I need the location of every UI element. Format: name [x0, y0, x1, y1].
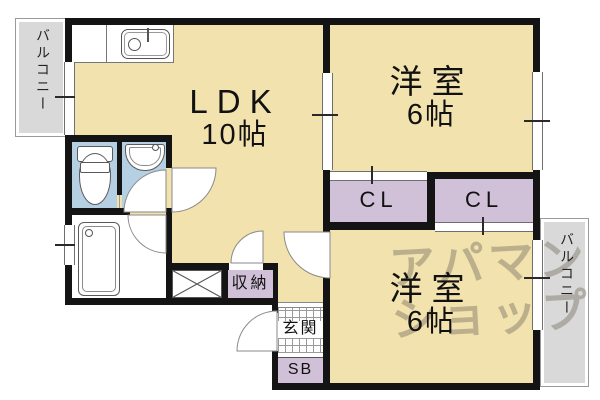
door-arc-bathroom: [127, 214, 167, 254]
window-tick: [524, 120, 550, 122]
closet-right-doors: [435, 222, 533, 232]
door-arc-storage: [230, 230, 264, 264]
shoe-box-floor: [278, 357, 323, 384]
door-arc-entrance: [236, 310, 278, 352]
wall-bottom-right: [272, 383, 540, 390]
washbasin-faucet: [152, 144, 159, 151]
wall-storage-right: [273, 263, 278, 305]
wall-top: [65, 18, 540, 25]
wall-right-c: [533, 330, 540, 390]
bedroom-bottom-floor: [330, 230, 533, 383]
balcony-left: [15, 18, 67, 137]
bedroom-bottom-name: 洋室: [389, 270, 474, 308]
window-tick: [524, 277, 550, 279]
wall-storage-top-right: [263, 263, 278, 270]
kitchen-sink-icon: [121, 28, 170, 59]
window-tick: [55, 96, 75, 98]
bathtub-inner-line: [82, 226, 116, 292]
wall-bathroom-right: [166, 208, 172, 305]
shoe-box-label: SB: [287, 361, 314, 378]
wall-left-upper: [65, 18, 72, 62]
window-tick: [482, 217, 484, 235]
window-tick: [55, 244, 75, 246]
door-arc-washbasin-inner: [123, 169, 167, 213]
bedroom-bottom-size: 6帖: [406, 306, 457, 339]
wall-right-a: [533, 18, 540, 72]
bathtub-icon: [78, 222, 120, 296]
closet-right-floor: [435, 178, 533, 222]
sliding-door-ldk-bedroom: [322, 73, 333, 170]
entrance-label: 玄関: [278, 320, 323, 338]
toilet-seat-band: [80, 162, 110, 173]
wall-closet-bottom: [330, 222, 427, 230]
bedroom-bottom-label: 洋室 6帖: [330, 255, 533, 355]
wall-storage-divider: [222, 263, 228, 305]
bedroom-top-size: 6帖: [406, 98, 457, 131]
wall-washbasin-right: [166, 135, 172, 168]
balcony-right-label: バルコニー: [559, 232, 575, 317]
door-arc-washbasin-outer: [171, 167, 217, 213]
window-tick: [371, 166, 373, 184]
closet-left-label: CL: [359, 187, 398, 212]
wall-left-lower: [65, 265, 72, 305]
wall-toilet-divider: [117, 142, 122, 195]
storage-floor: [228, 270, 273, 298]
wall-entrance-left-up: [272, 305, 278, 313]
wall-right-b: [533, 170, 540, 240]
closet-left-doors: [330, 171, 427, 181]
sink-inner-line: [124, 32, 167, 56]
wall-mid-c: [323, 277, 330, 390]
wall-mid-a: [323, 18, 330, 73]
ldk-name: LDK: [189, 82, 281, 120]
bedroom-top-floor: [330, 25, 533, 172]
faucet-icon: [147, 28, 149, 42]
window-tick: [312, 114, 338, 116]
balcony-left-label: バルコニー: [35, 28, 51, 113]
wall-left-mid: [65, 135, 72, 225]
sink-drain: [128, 38, 141, 51]
entrance-step: [278, 302, 323, 308]
toilet-bowl-icon: [79, 153, 111, 205]
bedroom-top-name: 洋室: [389, 62, 474, 100]
toilet-door-line: [119, 195, 120, 208]
window-bedroom-bottom: [532, 240, 543, 330]
storage-label: 収納: [231, 275, 270, 292]
wall-closet-top: [435, 172, 533, 179]
closet-left-floor: [330, 178, 427, 222]
wall-mid-b: [323, 170, 330, 232]
window-ldk-balcony: [64, 62, 75, 135]
crossed-box-icon: [172, 270, 222, 298]
bathtub-drain: [85, 229, 93, 237]
ldk-size: 10帖: [201, 118, 269, 151]
door-arc-bedroom-bottom: [283, 231, 331, 279]
closet-right-label: CL: [464, 187, 504, 212]
wall-entrance-left-low: [272, 351, 278, 390]
bedroom-top-label: 洋室 6帖: [330, 50, 533, 145]
ldk-label: LDK 10帖: [140, 75, 330, 160]
wall-closet-divider: [427, 172, 435, 230]
wall-washroom-bottom: [65, 208, 130, 215]
wall-washroom-top: [65, 135, 172, 142]
kitchen-counter-divider: [106, 25, 107, 62]
wall-storage-top-left: [166, 263, 229, 270]
